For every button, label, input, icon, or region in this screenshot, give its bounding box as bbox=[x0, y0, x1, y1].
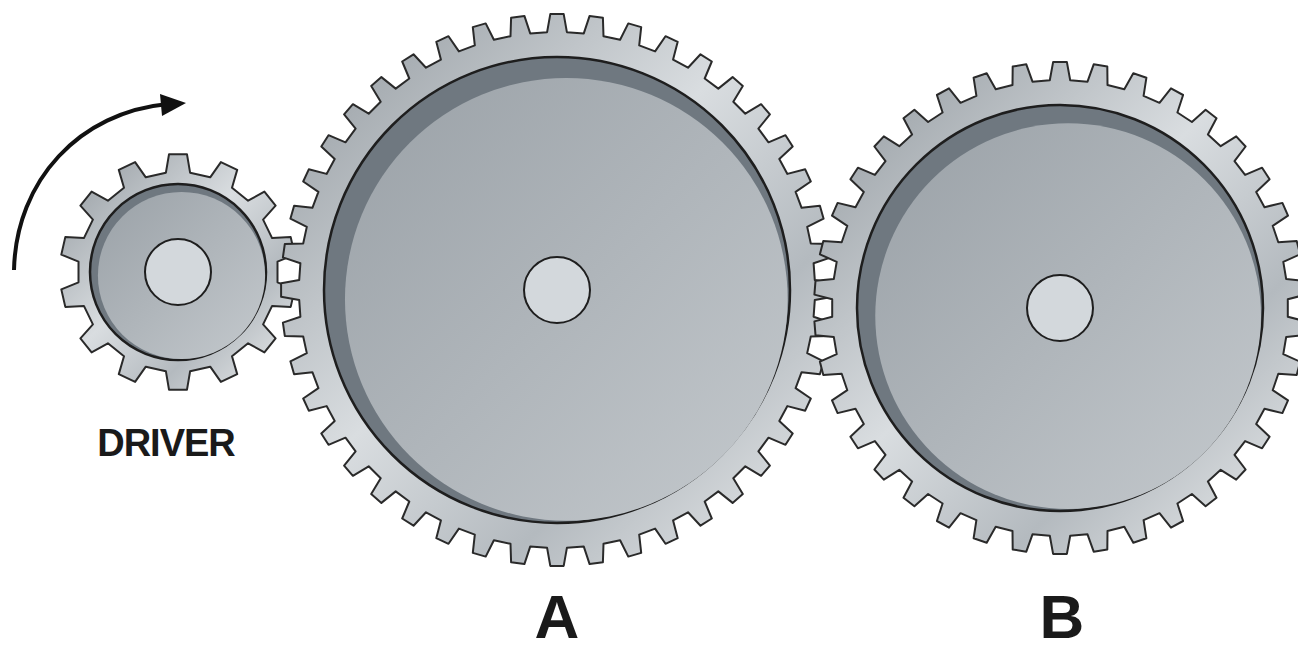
gear-hub bbox=[145, 239, 211, 305]
gear-label: A bbox=[535, 586, 580, 648]
gear-b bbox=[814, 62, 1298, 554]
gear-face bbox=[875, 123, 1261, 509]
gear-a bbox=[281, 14, 833, 566]
gear-face bbox=[98, 192, 265, 359]
gear-rim bbox=[324, 57, 790, 523]
arrow-head bbox=[160, 94, 186, 116]
rotation-arrow bbox=[14, 104, 168, 270]
gear-label: DRIVER bbox=[97, 424, 235, 462]
driver-gear bbox=[61, 154, 294, 389]
gear-label: B bbox=[1040, 586, 1085, 648]
gear-teeth bbox=[814, 62, 1298, 554]
gear-teeth bbox=[281, 14, 833, 566]
gear-rim bbox=[857, 105, 1263, 511]
gear-face bbox=[345, 78, 788, 521]
gear-rim bbox=[90, 184, 266, 360]
gear-hub bbox=[1027, 275, 1093, 341]
gear-hub bbox=[524, 257, 590, 323]
gear-teeth bbox=[61, 154, 294, 389]
